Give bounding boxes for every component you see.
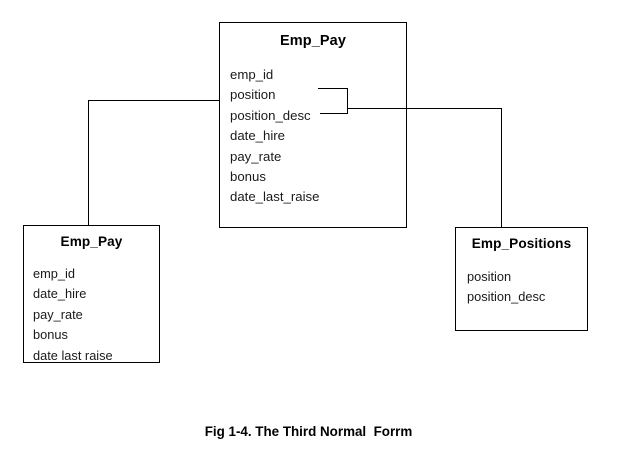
figure-caption: Fig 1-4. The Third Normal Forrm (204, 424, 413, 439)
bracket-vertical (347, 88, 348, 114)
field-row: emp_id (230, 67, 274, 82)
entity-title-emp-positions: Emp_Positions (471, 236, 572, 251)
field-list-emp-pay-main: emp_id position position_desc date_hire … (230, 65, 319, 208)
field-row: position (230, 87, 276, 103)
bracket-bottom-line (320, 113, 348, 114)
field-row: bonus (33, 327, 68, 343)
field-row: pay_rate (230, 148, 282, 164)
field-row: position (467, 269, 512, 284)
field-row: pay_rate (33, 306, 83, 322)
field-row: date_last_raise (230, 189, 320, 205)
entity-box-emp-pay-normalized[interactable]: Emp_Pay emp_id date_hire pay_rate bonus … (23, 225, 160, 363)
connector-main-to-right-horizontal (347, 108, 502, 109)
field-list-emp-pay-normalized: emp_id date_hire pay_rate bonus date las… (33, 264, 113, 366)
field-row: position_desc (230, 107, 311, 123)
field-row: date_hire (33, 286, 87, 302)
field-row: position_desc (467, 289, 546, 305)
entity-box-emp-positions[interactable]: Emp_Positions position position_desc (455, 227, 588, 331)
entity-title-emp-pay-main: Emp_Pay (280, 33, 346, 49)
field-row: bonus (230, 169, 266, 185)
field-row: date_hire (230, 128, 285, 144)
connector-main-to-left-horizontal (88, 100, 220, 101)
field-row: emp_id (33, 266, 75, 281)
connector-main-to-left-vertical (88, 100, 89, 226)
field-row: date last raise (33, 347, 113, 363)
entity-box-emp-pay-main[interactable]: Emp_Pay emp_id position position_desc da… (219, 22, 407, 228)
entity-title-emp-pay-normalized: Emp_Pay (60, 234, 123, 249)
bracket-top-line (318, 88, 348, 89)
field-list-emp-positions: position position_desc (467, 267, 545, 308)
connector-main-to-right-vertical (501, 108, 502, 228)
